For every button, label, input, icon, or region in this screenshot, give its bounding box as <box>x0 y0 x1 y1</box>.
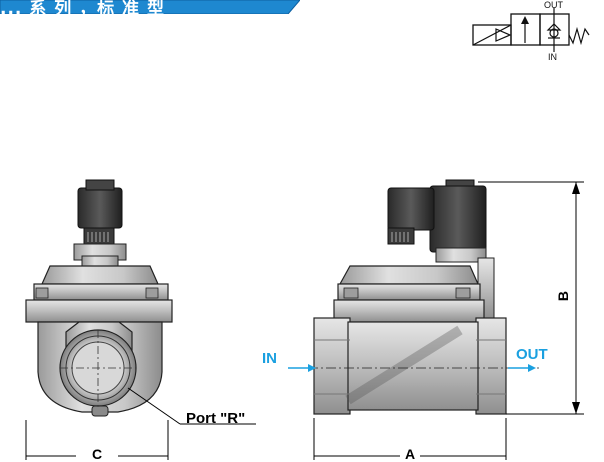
in-label: IN <box>262 350 277 367</box>
in-arrow-icon <box>308 364 316 372</box>
symbol-out-label: OUT <box>544 0 563 10</box>
port-r-label: Port "R" <box>186 410 246 427</box>
valve-symbol: OUT IN <box>466 0 604 70</box>
spring-icon <box>568 26 590 46</box>
coil-left <box>77 187 123 229</box>
symbol-in-label: IN <box>548 52 557 62</box>
valve-end-view <box>25 179 256 460</box>
dimension-a-label: A <box>405 446 416 462</box>
dimension-b-label: B <box>555 290 572 302</box>
out-arrow-icon <box>528 364 536 372</box>
valve-side-view <box>288 179 584 460</box>
title-banner: ... 系 列 ，标 准 型 <box>0 0 301 19</box>
coil-right <box>429 185 487 253</box>
dimension-c-label: C <box>92 446 103 462</box>
banner-title: ... 系 列 ，标 准 型 <box>0 0 165 19</box>
out-label: OUT <box>516 346 548 363</box>
